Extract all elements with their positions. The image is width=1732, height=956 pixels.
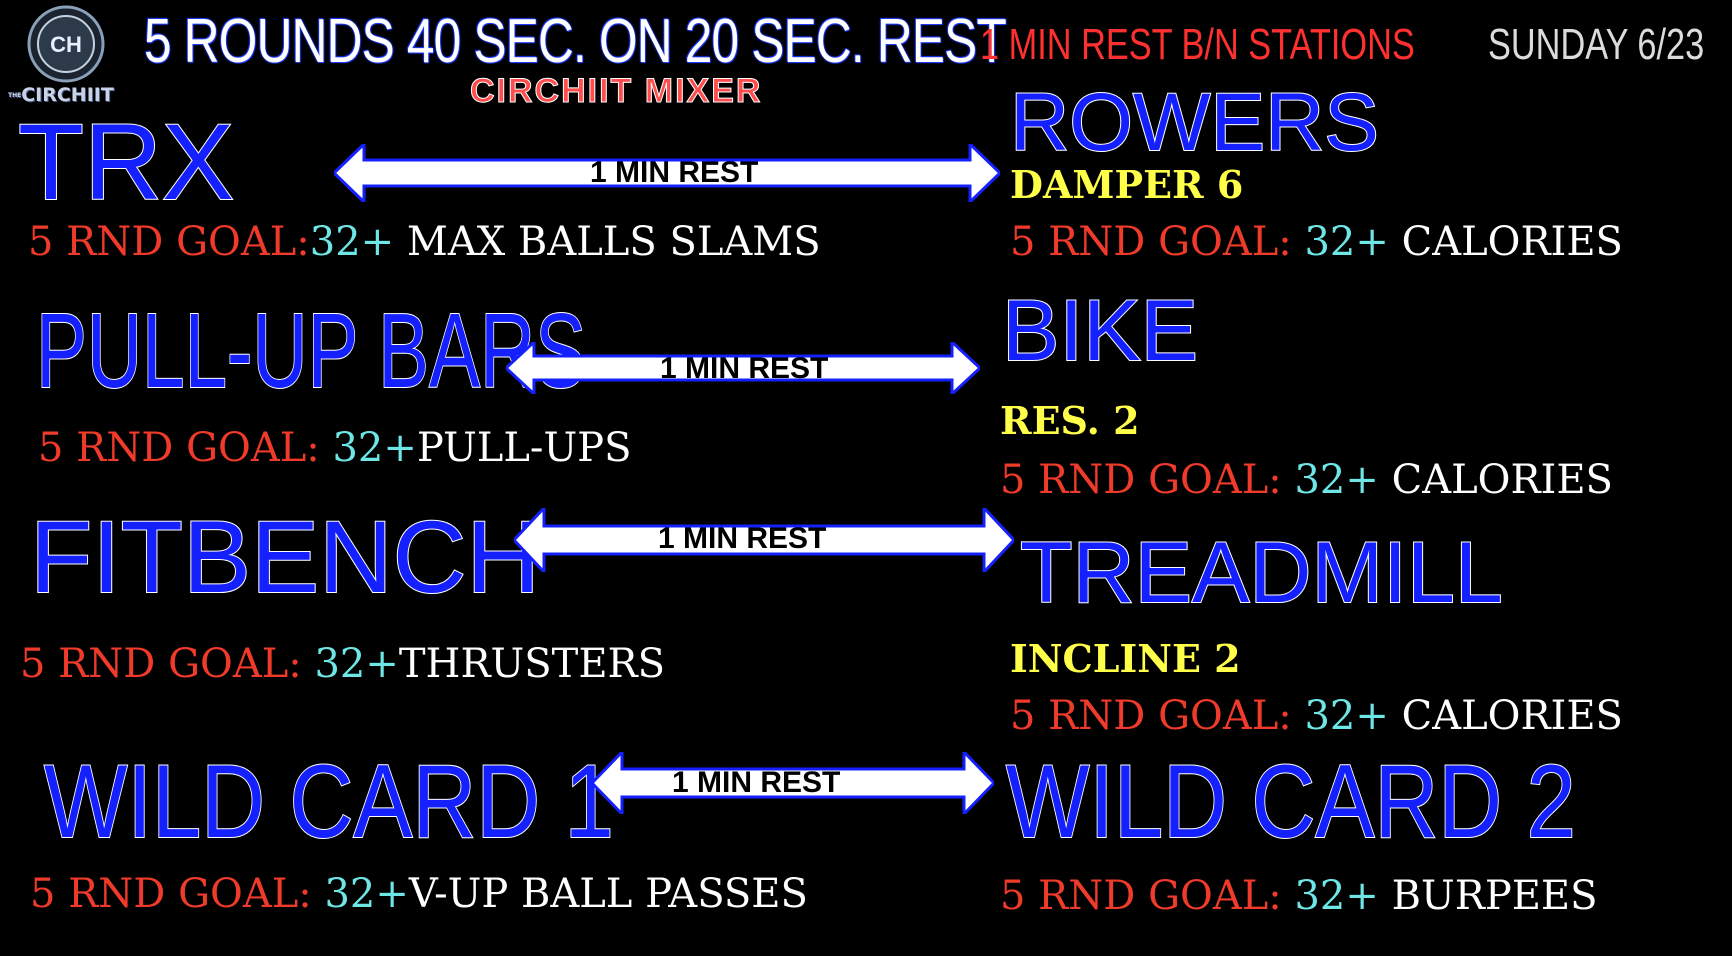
station-treadmill-title: TREADMILL [1019,525,1504,621]
station-pullup-title: PULL-UP BARS [35,292,587,410]
logo-mark: CH [50,32,82,57]
station-wild2-title: WILD CARD 2 [1005,744,1576,860]
double-arrow-icon [592,752,994,814]
header-day: SUNDAY 6/23 [1488,20,1705,69]
double-arrow-icon [506,342,980,394]
station-bike-goal: 5 RND GOAL: 32+ CALORIES [1000,457,1613,503]
station-bike-title: BIKE [1001,283,1199,379]
arrow-label-4: 1 MIN REST [672,766,841,799]
header-main-title: 5 ROUNDS 40 SEC. ON 20 SEC. REST [144,7,1007,76]
station-treadmill-goal: 5 RND GOAL: 32+ CALORIES [1010,693,1623,739]
arrow-label-1: 1 MIN REST [590,156,759,189]
header-subtitle: CIRCHIIT MIXER [469,72,763,111]
station-trx-goal: 5 RND GOAL:32+ MAX BALLS SLAMS [28,219,821,265]
arrow-label-2: 1 MIN REST [660,352,829,385]
station-rowers-title: ROWERS [1009,77,1380,168]
station-fitbench-title: FITBENCH [29,500,541,614]
station-pullup-goal: 5 RND GOAL: 32+PULL-UPS [38,425,632,471]
station-bike-setting: RES. 2 [1000,398,1140,443]
arrow-label-3: 1 MIN REST [658,522,827,555]
circhiit-logo-icon: CH [27,5,105,83]
station-wild1-title: WILD CARD 1 [43,744,614,860]
double-arrow-icon [334,144,1000,202]
logo-wordmark: THECIRCHIIT [8,84,114,106]
station-fitbench-goal: 5 RND GOAL: 32+THRUSTERS [20,641,666,687]
station-trx-title: TRX [17,101,235,222]
station-rowers-goal: 5 RND GOAL: 32+ CALORIES [1010,219,1623,265]
station-treadmill-setting: INCLINE 2 [1010,636,1241,681]
station-rowers-setting: DAMPER 6 [1010,162,1244,207]
header-station-rest: 1 MIN REST B/N STATIONS [980,20,1415,69]
double-arrow-icon [514,508,1014,572]
station-wild1-goal: 5 RND GOAL: 32+V-UP BALL PASSES [30,871,808,917]
station-wild2-goal: 5 RND GOAL: 32+ BURPEES [1000,873,1598,919]
